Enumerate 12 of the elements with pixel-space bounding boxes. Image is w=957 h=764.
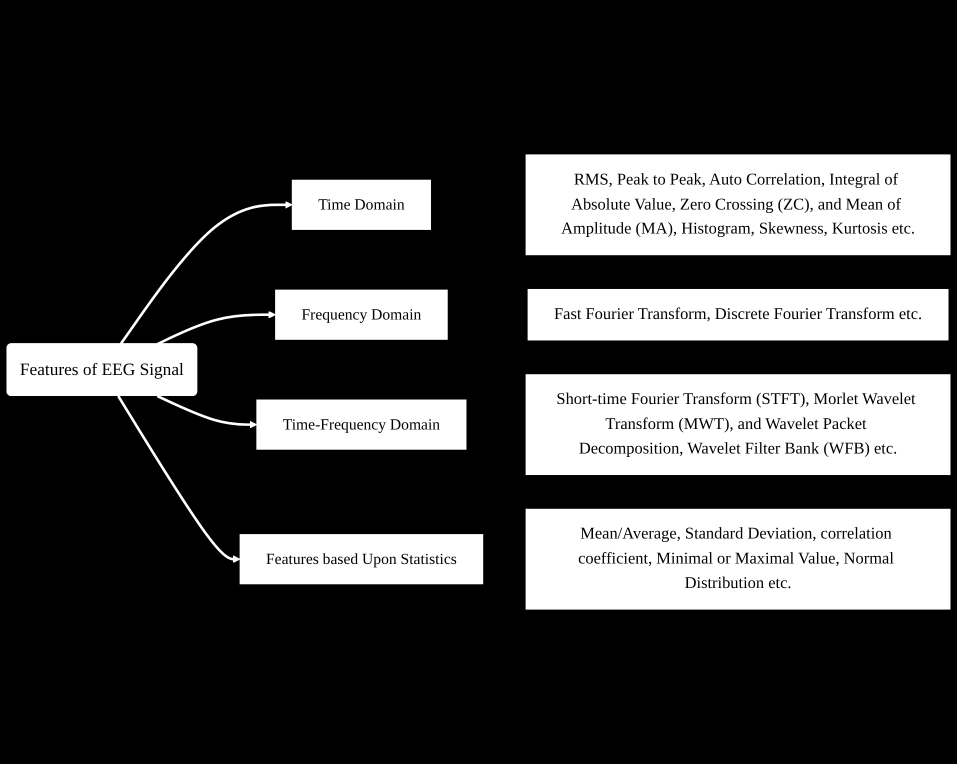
arrow bbox=[120, 201, 293, 345]
node-box: Features based Upon Statistics bbox=[240, 534, 484, 584]
node-box: RMS, Peak to Peak, Auto Correlation, Integral of Absolute Value, Zero Crossing (ZC), and Mean of Amplitude (MA), Histogram, Skewness, Kurtosis etc. bbox=[526, 154, 950, 256]
arrow bbox=[117, 395, 240, 563]
node-box: Time Domain bbox=[292, 180, 432, 230]
node-box: Mean/Average, Standard Deviation, correlation coefficient, Minimal or Maximal Value, Normal Distribution etc. bbox=[526, 508, 950, 610]
arrow bbox=[156, 394, 258, 428]
node-box: Time-Frequency Domain bbox=[256, 400, 466, 450]
node-box: Short-time Fourier Transform (STFT), Morlet Wavelet Transform (MWT), and Wavelet Packet Decomposition, Wavelet Filter Bank (WFB) etc. bbox=[526, 374, 950, 476]
node-box: Frequency Domain bbox=[275, 290, 448, 340]
node-box: Fast Fourier Transform, Discrete Fourier Transform etc. bbox=[528, 288, 948, 340]
arrow bbox=[156, 310, 276, 346]
